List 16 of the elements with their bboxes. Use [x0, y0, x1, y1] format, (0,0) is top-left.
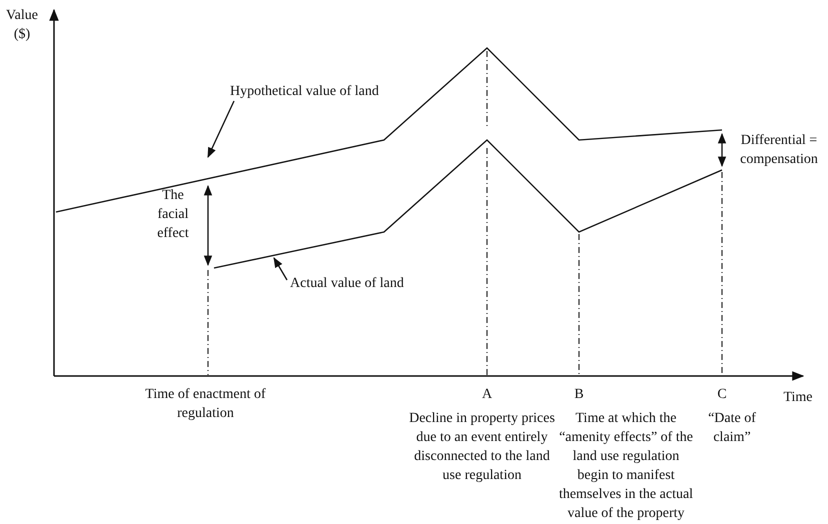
leader-arrow: [207, 100, 235, 158]
annotation-text: Decline in property prices due to an event entirely disconnected to the land use regulation: [408, 410, 556, 485]
axis-annotation: B: [573, 386, 585, 404]
axis-title: Time: [782, 389, 814, 407]
dimension-label: The facial effect: [156, 187, 190, 243]
leader-arrow: [273, 257, 288, 280]
axis-title: Value ($): [5, 7, 39, 44]
line-label: Actual value of land: [290, 274, 450, 293]
axis-annotation: C: [716, 386, 728, 404]
annotation-text: “Date of claim”: [707, 410, 757, 447]
annotation-text: Time at which the “amenity effects” of the land use regulation begin to manifest themselves in the actual value of the property: [558, 410, 694, 523]
line-label: Hypothetical value of land: [230, 82, 430, 101]
value-line: [214, 139, 722, 269]
axis-annotation: A: [480, 386, 494, 404]
dimension-label: Differential = compensation: [739, 132, 819, 169]
axis-annotation: Time of enactment of regulation: [144, 386, 267, 423]
